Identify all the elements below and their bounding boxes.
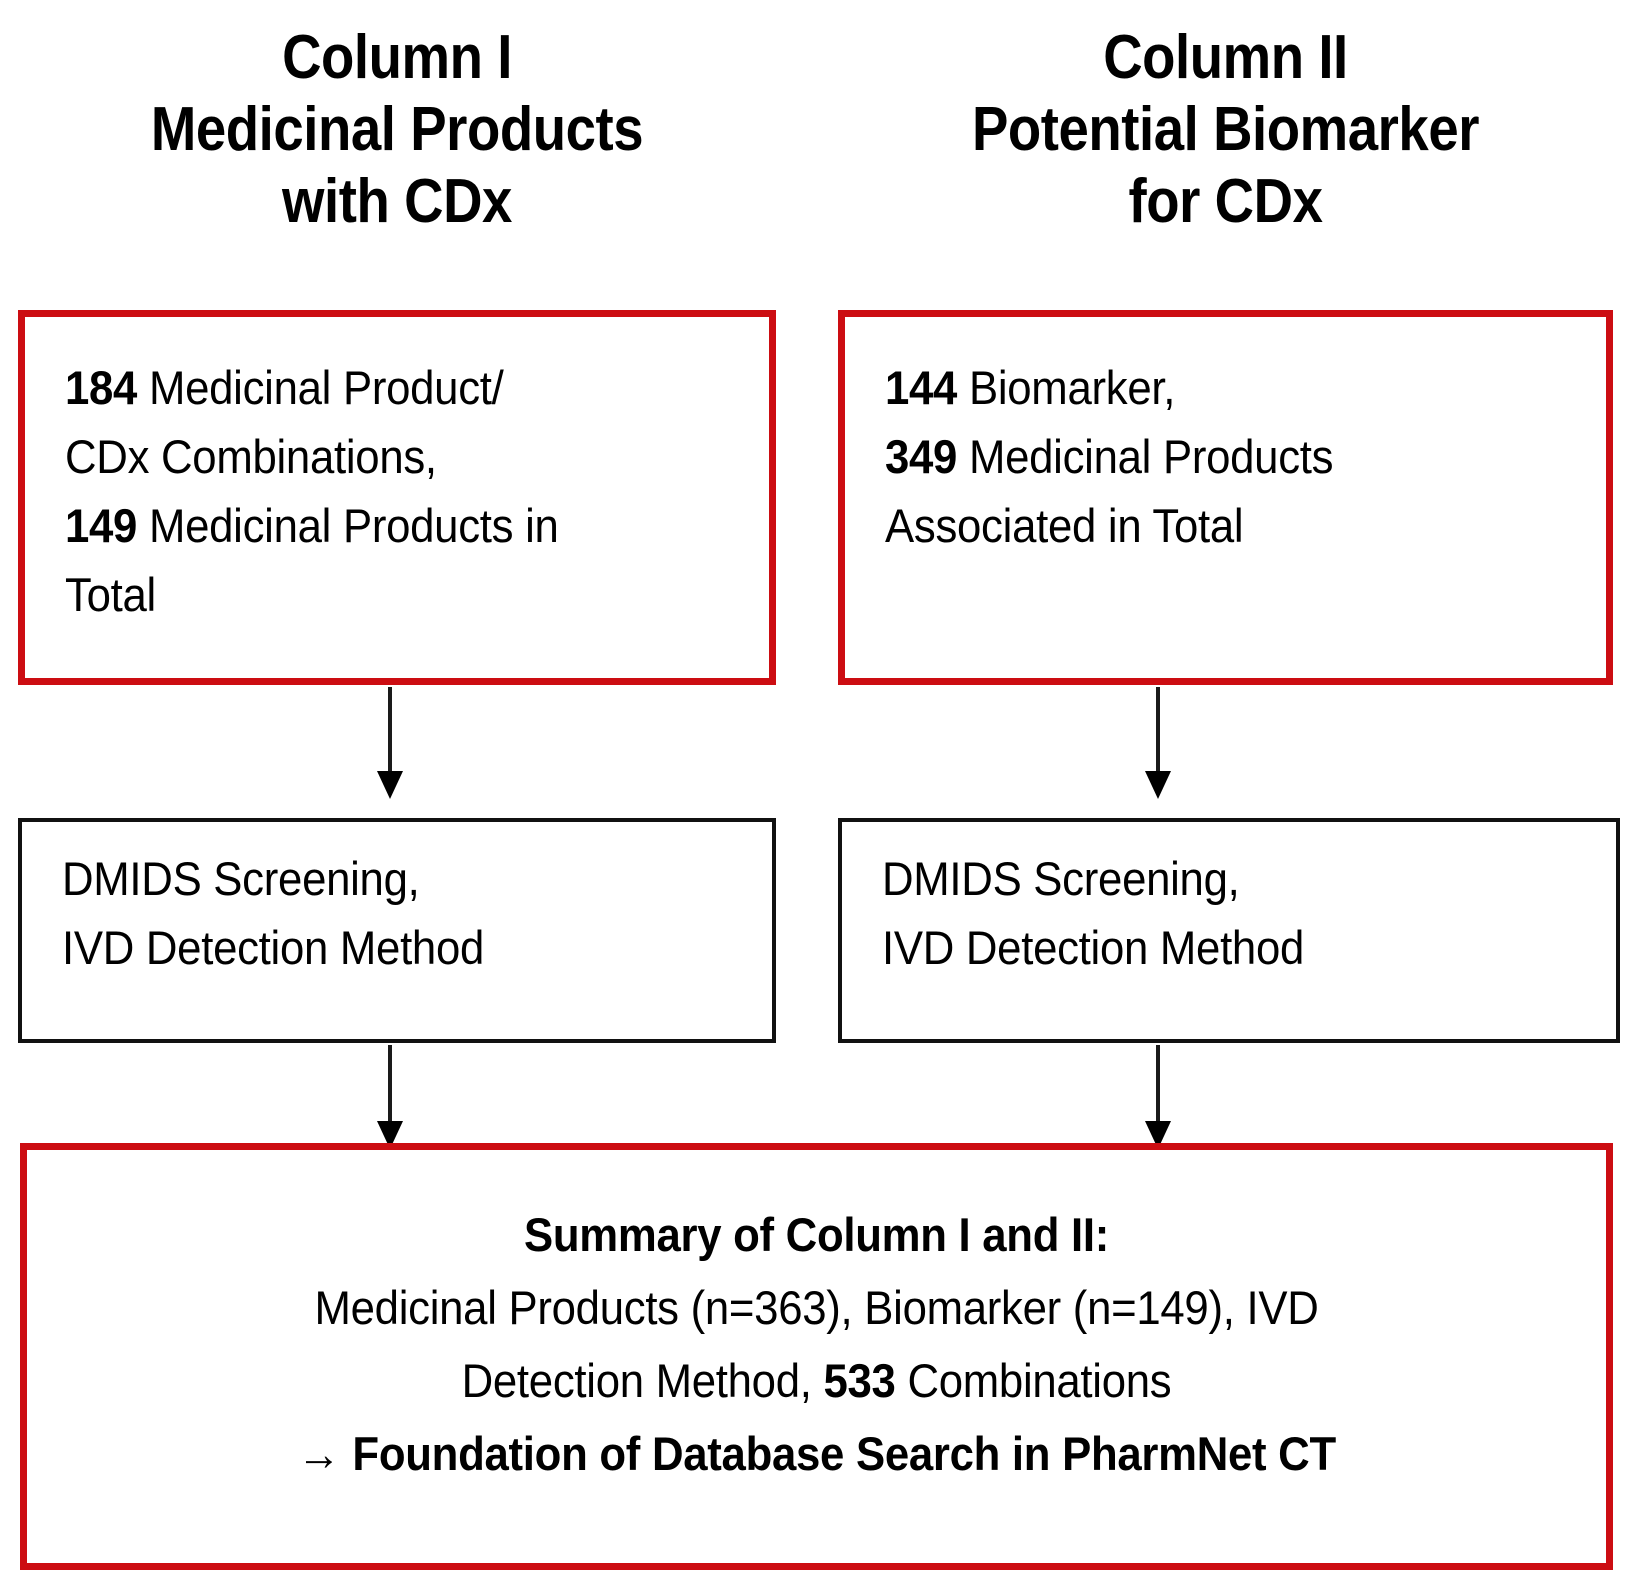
count-184: 184 [65,361,138,414]
arrow-head [1145,771,1171,799]
count-349: 349 [885,430,958,483]
line-3-rest: Medicinal Products in [137,499,559,552]
column-2-process-text: DMIDS Screening, IVD Detection Method [882,852,1305,974]
summary-line-3-post: Combinations [895,1354,1172,1407]
column-1-header: Column I Medicinal Products with CDx [150,23,644,236]
line-4: Total [65,568,156,621]
arrow-shaft [1156,687,1160,771]
summary-line-2: Medicinal Products (n=363), Biomarker (n… [314,1281,1319,1334]
line-1-rest: Biomarker, [957,361,1176,414]
line-2: CDx Combinations, [65,430,437,483]
arrow-down-icon-column-1-top [377,687,403,799]
arrow-shaft [1156,1045,1160,1121]
summary-line-4: → Foundation of Database Search in Pharm… [82,1417,1550,1490]
combinations-count: 533 [823,1354,896,1407]
arrow-down-icon-column-2-top [1145,687,1171,799]
right-arrow-icon: → [297,1427,341,1480]
line-1-rest: Medicinal Product/ [137,361,504,414]
arrow-head [377,771,403,799]
column-1-source-box: 184 Medicinal Product/ CDx Combinations,… [18,310,776,685]
summary-text: Summary of Column I and II: Medicinal Pr… [27,1198,1606,1490]
arrow-down-icon-column-2-bottom [1145,1045,1171,1149]
column-1-source-text: 184 Medicinal Product/ CDx Combinations,… [65,353,559,629]
column-1-process-text: DMIDS Screening, IVD Detection Method [62,852,485,974]
count-149: 149 [65,499,138,552]
count-144: 144 [885,361,958,414]
summary-box: Summary of Column I and II: Medicinal Pr… [20,1143,1613,1570]
column-2-source-box: 144 Biomarker, 349 Medicinal Products As… [838,310,1613,685]
summary-line-3-pre: Detection Method, [461,1354,824,1407]
arrow-shaft [388,687,392,771]
line-2-rest: Medicinal Products [957,430,1334,483]
summary-line-3: Detection Method, 533 Combinations [82,1344,1550,1417]
summary-title: Summary of Column I and II: [523,1208,1110,1261]
summary-conclusion: Foundation of Database Search in PharmNe… [352,1427,1336,1480]
column-2-process-box: DMIDS Screening, IVD Detection Method [838,818,1620,1043]
arrow-down-icon-column-1-bottom [377,1045,403,1149]
column-1-process-box: DMIDS Screening, IVD Detection Method [18,818,776,1043]
column-2-source-text: 144 Biomarker, 349 Medicinal Products As… [885,353,1334,560]
line-3: Associated in Total [885,499,1244,552]
column-2-header: Column II Potential Biomarker for CDx [971,23,1480,236]
arrow-shaft [388,1045,392,1121]
